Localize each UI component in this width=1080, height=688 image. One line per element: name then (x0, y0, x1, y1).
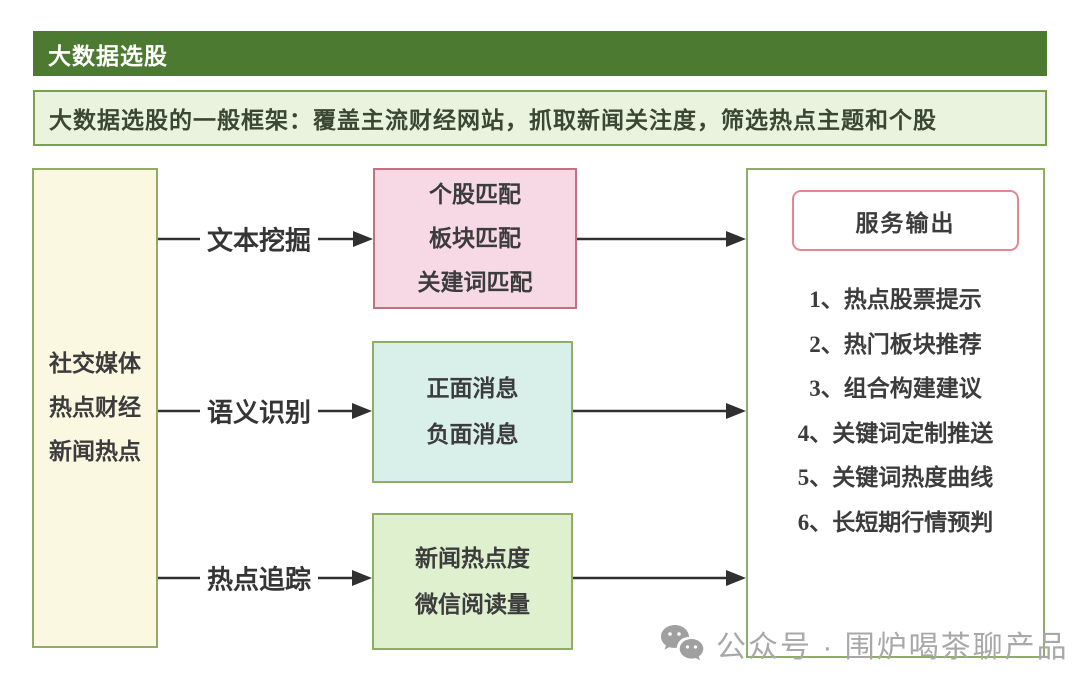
flow-label-hotspot-tracking: 热点追踪 (199, 559, 319, 597)
wechat-icon (661, 625, 704, 661)
watermark: 公众号 · 围炉喝茶聊产品 (660, 620, 1069, 668)
output-item: 5、关键词热度曲线 (797, 465, 994, 490)
output-box: 服务输出 1、热点股票提示 2、热门板块推荐 3、组合构建建议 4、关键词定制推… (746, 168, 1045, 658)
page-title: 大数据选股 (48, 43, 168, 69)
heat-box: 新闻热点度 微信阅读量 (372, 513, 573, 650)
sentiment-line: 正面消息 (426, 376, 519, 401)
output-item: 3、组合构建建议 (809, 376, 982, 401)
arrowhead-semantic (352, 403, 372, 419)
match-line: 板块匹配 (429, 225, 521, 251)
output-item: 2、热门板块推荐 (809, 331, 982, 357)
sentiment-box: 正面消息 负面消息 (372, 341, 573, 483)
match-line: 个股匹配 (429, 181, 521, 207)
sentiment-line: 负面消息 (426, 422, 519, 447)
match-line: 关建词匹配 (417, 269, 533, 295)
header-bar: 大数据选股 (33, 31, 1047, 76)
arrowhead-hotspot (352, 570, 372, 586)
framework-banner-text: 大数据选股的一般框架：覆盖主流财经网站，抓取新闻关注度，筛选热点主题和个股 (49, 108, 937, 133)
arrowhead-sentiment-output (726, 403, 746, 419)
output-item: 1、热点股票提示 (809, 287, 982, 312)
heat-line: 新闻热点度 (415, 545, 530, 571)
watermark-text: 公众号 · 围炉喝茶聊产品 (716, 631, 1069, 664)
heat-line: 微信阅读量 (415, 591, 530, 617)
source-line: 新闻热点 (49, 439, 141, 464)
arrowhead-text-mining (353, 231, 373, 247)
source-box: 社交媒体 热点财经 新闻热点 (32, 168, 158, 648)
output-item: 4、关键词定制推送 (797, 420, 994, 446)
match-box: 个股匹配 板块匹配 关建词匹配 (373, 168, 577, 309)
output-item: 6、长短期行情预判 (797, 509, 994, 535)
framework-banner: 大数据选股的一般框架：覆盖主流财经网站，抓取新闻关注度，筛选热点主题和个股 (33, 90, 1047, 146)
output-title-box: 服务输出 (792, 190, 1019, 251)
source-line: 社交媒体 (49, 351, 141, 376)
output-list: 1、热点股票提示 2、热门板块推荐 3、组合构建建议 4、关键词定制推送 5、关… (748, 278, 1043, 545)
flow-label-semantic-recognition: 语义识别 (199, 392, 319, 430)
flow-label-text-mining: 文本挖掘 (199, 220, 319, 258)
arrowhead-heat-output (726, 570, 746, 586)
output-title-text: 服务输出 (855, 210, 956, 236)
arrowhead-match-output (726, 231, 746, 247)
source-line: 热点财经 (49, 395, 141, 420)
